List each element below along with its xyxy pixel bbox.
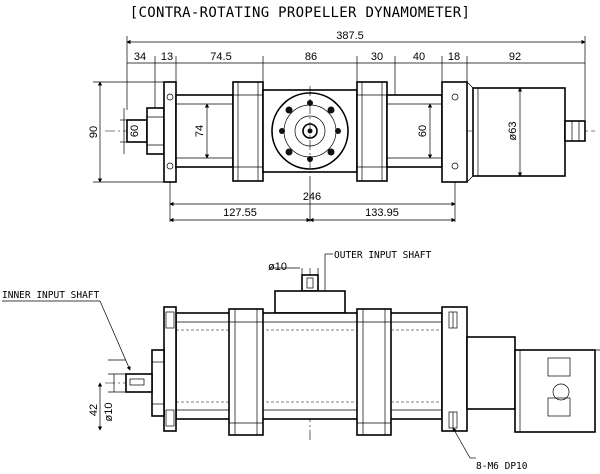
seg-1-label: 34 <box>134 51 146 63</box>
outer-shaft-housing <box>274 290 346 314</box>
inner-shaft-key <box>129 378 145 386</box>
side-main-body <box>175 312 443 420</box>
inner-shaft-dia-label: ø10 <box>103 403 115 422</box>
seg-5-label: 30 <box>371 51 383 63</box>
side-motor-body <box>514 349 596 433</box>
motor-shaft <box>564 120 586 142</box>
outer-input-shaft-label: OUTER INPUT SHAFT <box>334 250 432 261</box>
outer-shaft-dia-label: ø10 <box>268 261 287 273</box>
gearbox-bolt <box>285 148 293 156</box>
flange-slot <box>165 409 175 427</box>
side-right-plate <box>356 308 392 436</box>
gearbox-bolt <box>279 128 285 134</box>
bolt-hole <box>451 162 459 170</box>
bolt-hole <box>451 93 459 101</box>
motor-body <box>472 87 566 177</box>
gearbox-bolt <box>335 128 341 134</box>
side-left-bearing <box>151 349 165 417</box>
seg-8-label: 92 <box>509 51 521 63</box>
side-left-plate <box>228 308 264 436</box>
seg-3-label: 74.5 <box>210 51 231 63</box>
inner-shaft-offset-label: 42 <box>88 404 100 416</box>
outer-input-shaft <box>301 274 319 292</box>
left-shaft-dia-label: 60 <box>129 125 141 137</box>
inner-input-shaft-label: INNER INPUT SHAFT <box>2 290 100 301</box>
left-body <box>175 94 234 168</box>
seg-7-label: 18 <box>448 51 460 63</box>
overall-length-label: 387.5 <box>336 30 364 42</box>
side-motor-adapter <box>466 336 516 410</box>
motor-dia-label: ø63 <box>507 122 519 141</box>
motor-terminal <box>547 357 571 377</box>
left-plate-block <box>232 81 264 182</box>
left-flange <box>163 81 177 183</box>
bottom-total-label: 246 <box>303 191 321 203</box>
right-body <box>386 94 443 168</box>
center-height-label: 74 <box>194 125 206 137</box>
gearbox-bolt <box>327 106 335 114</box>
right-plate-block <box>356 81 388 182</box>
seg-4-label: 86 <box>305 51 317 63</box>
screw-spec-label: 8-M6 DP10 <box>476 461 528 472</box>
seg-6-label: 40 <box>413 51 425 63</box>
outer-shaft-key <box>306 277 314 289</box>
flange-slot <box>165 311 175 329</box>
top-view: 387.5 34 13 74.5 86 30 40 18 92 90 60 74… <box>88 30 595 223</box>
bolt-hole <box>166 162 174 170</box>
side-view: ø10 OUTER INPUT SHAFT INNER INPUT SHAFT … <box>2 250 600 472</box>
inner-input-shaft <box>125 373 153 393</box>
gearbox-bolt <box>327 148 335 156</box>
motor-terminal <box>547 397 571 417</box>
bottom-left-label: 127.55 <box>223 207 257 219</box>
bottom-right-label: 133.95 <box>365 207 399 219</box>
gearbox-bolt <box>285 106 293 114</box>
seg-2-label: 13 <box>161 51 173 63</box>
gearbox-bolt <box>307 100 313 106</box>
left-bearing-housing <box>146 107 165 155</box>
motor-fitting <box>552 383 570 401</box>
right-flange <box>441 81 468 183</box>
left-height-label: 90 <box>88 126 100 138</box>
bolt-hole <box>166 93 174 101</box>
right-height-label: 60 <box>417 125 429 137</box>
drawing-title: [CONTRA-ROTATING PROPELLER DYNAMOMETER] <box>130 5 470 21</box>
side-right-flange <box>441 306 468 432</box>
